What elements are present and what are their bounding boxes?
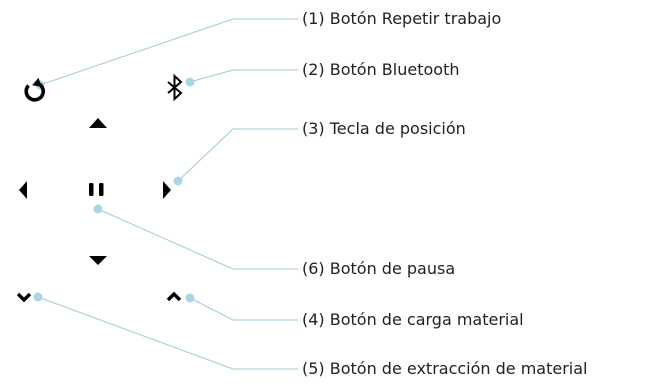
leader-line-unload [37, 296, 298, 370]
callout-label-repeat: (1) Botón Repetir trabajo [302, 9, 502, 28]
bluetooth-icon[interactable] [167, 73, 183, 102]
chevron-up-icon[interactable] [166, 291, 182, 302]
triangle-down-icon[interactable] [89, 256, 107, 265]
callout-dot-load [185, 293, 195, 303]
callout-label-pause: (6) Botón de pausa [302, 259, 456, 278]
callout-dot-unload [33, 292, 43, 302]
leader-line-pause [97, 208, 298, 270]
callout-dot-bluetooth [185, 77, 195, 87]
triangle-left-icon[interactable] [19, 181, 27, 199]
callout-label-position: (3) Tecla de posición [302, 119, 466, 138]
callout-dot-position [173, 176, 183, 186]
callout-dot-pause [93, 204, 103, 214]
triangle-up-icon[interactable] [89, 118, 107, 128]
callout-label-load: (4) Botón de carga material [302, 310, 524, 329]
repeat-icon[interactable] [24, 77, 45, 102]
callout-label-bluetooth: (2) Botón Bluetooth [302, 60, 460, 79]
leader-line-bluetooth [189, 69, 298, 83]
pause-icon[interactable] [89, 183, 104, 196]
leader-line-position [177, 128, 298, 182]
chevron-down-icon[interactable] [16, 292, 32, 303]
triangle-right-icon[interactable] [163, 181, 171, 199]
leader-line-load [189, 297, 298, 321]
callout-label-unload: (5) Botón de extracción de material [302, 359, 588, 378]
leader-line-repeat [39, 18, 298, 86]
